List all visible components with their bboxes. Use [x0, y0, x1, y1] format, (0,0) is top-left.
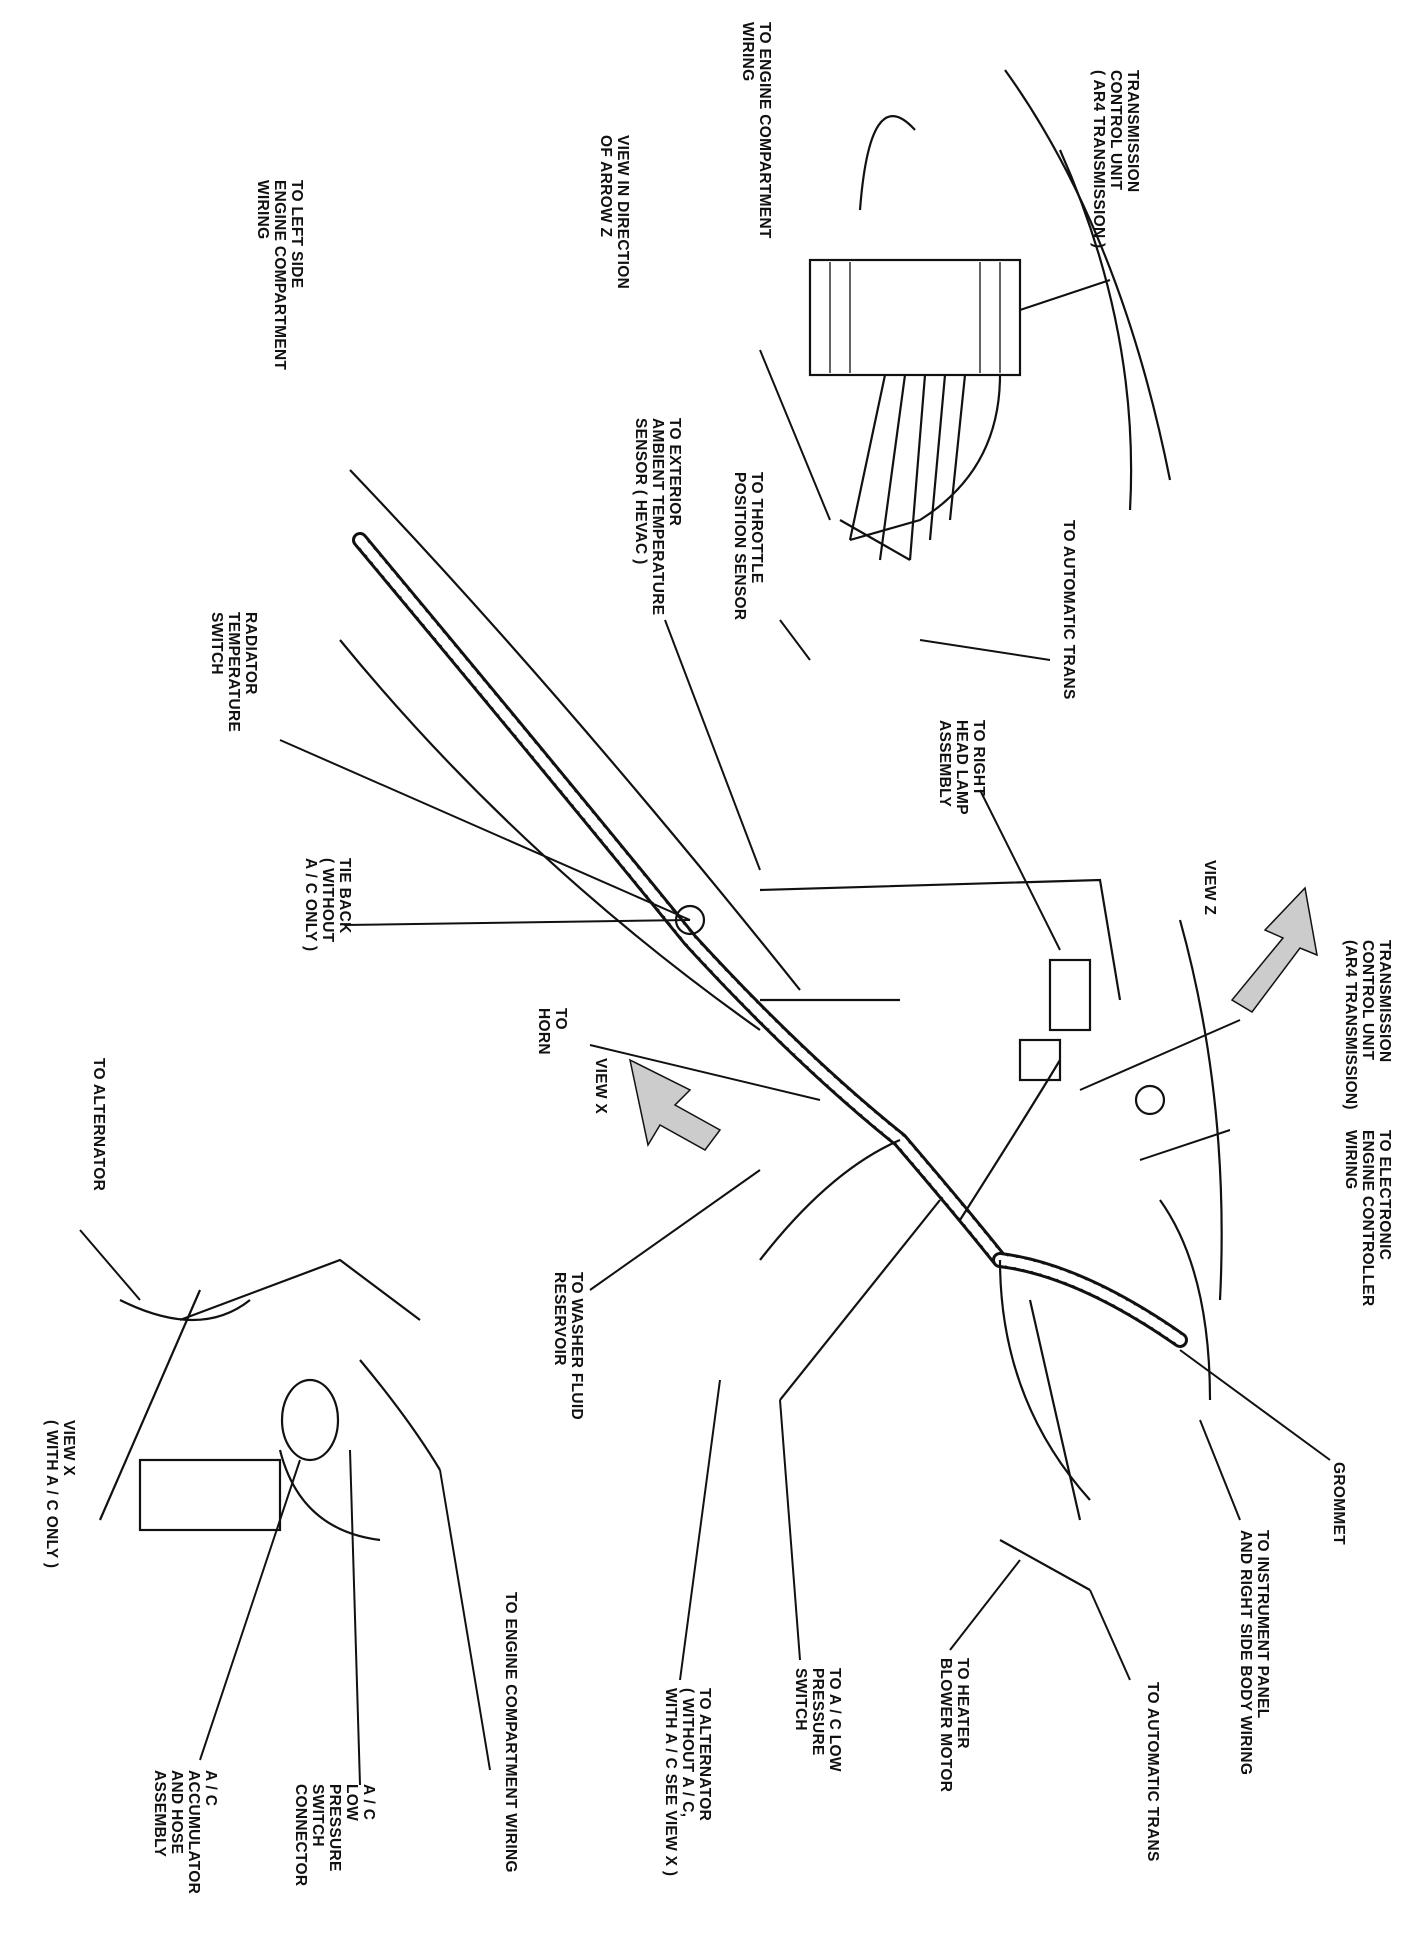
lsecw-line-2: ENGINE COMPARTMENT [271, 180, 288, 370]
label-grommet: GROMMET [1330, 1462, 1347, 1545]
connector-line-2: LOW [343, 1784, 360, 1821]
horn-line-2: HORN [535, 1008, 552, 1055]
tcu-mid-line-2: CONTROL UNIT [1359, 940, 1376, 1061]
label-to-heater-blower-motor: TO HEATER BLOWER MOTOR [937, 1658, 971, 1792]
eat-line-2: AMBIENT TEMPERATURE [649, 418, 666, 615]
hbm-line-2: BLOWER MOTOR [937, 1658, 954, 1792]
lsecw-line-1: TO LEFT SIDE [288, 180, 305, 288]
eec-line-3: WIRING [1342, 1130, 1359, 1190]
label-view-x-caption: VIEW X ( WITH A / C ONLY ) [43, 1420, 77, 1568]
ecw-top-line-1: TO ENGINE COMPARTMENT [756, 22, 773, 239]
label-to-alternator-bottom: TO ALTERNATOR ( WITHOUT A / C, WITH A / … [662, 1688, 713, 1876]
tcu-detail-illustration [808, 69, 1172, 561]
hbm-line-1: TO HEATER [954, 1658, 971, 1749]
eat-line-1: TO EXTERIOR [666, 418, 683, 526]
vdz-line-2: OF ARROW Z [597, 135, 614, 238]
alt-bottom-line-3: WITH A / C SEE VIEW X ) [662, 1688, 679, 1876]
label-tie-back: TIE BACK ( WITHOUT A / C ONLY ) [302, 858, 353, 951]
accum-line-1: A / C [202, 1770, 219, 1806]
label-to-electronic-engine-controller-wiring: TO ELECTRONIC ENGINE CONTROLLER WIRING [1342, 1130, 1393, 1306]
rts-line-2: TEMPERATURE [225, 612, 242, 732]
label-to-exterior-ambient-temperature-sensor: TO EXTERIOR AMBIENT TEMPERATURE SENSOR (… [632, 418, 683, 615]
view-direction-arrows [628, 886, 1318, 1151]
eat-line-3: SENSOR ( HEVAC ) [632, 418, 649, 565]
label-to-throttle-position-sensor: TO THROTTLE POSITION SENSOR [731, 472, 765, 620]
lsecw-line-3: WIRING [254, 180, 271, 240]
rts-line-1: RADIATOR [242, 612, 259, 695]
label-radiator-temperature-switch: RADIATOR TEMPERATURE SWITCH [208, 612, 259, 732]
rts-line-3: SWITCH [208, 612, 225, 675]
view-x-caption-line-2: ( WITH A / C ONLY ) [43, 1420, 60, 1568]
view-z-text: VIEW Z [1201, 860, 1218, 915]
wfr-line-1: TO WASHER FLUID [568, 1272, 585, 1420]
tcu-mid-line-3: (AR4 TRANSMISSION) [1342, 940, 1359, 1110]
label-to-instrument-panel: TO INSTRUMENT PANEL AND RIGHT SIDE BODY … [1237, 1530, 1271, 1775]
label-transmission-control-unit-top: TRANSMISSION CONTROL UNIT ( AR4 TRANSMIS… [1090, 70, 1141, 249]
connector-line-1: A / C [360, 1784, 377, 1820]
rhl-line-2: HEAD LAMP [953, 720, 970, 815]
alt-left-text: TO ALTERNATOR [90, 1058, 107, 1191]
alt-bottom-line-2: ( WITHOUT A / C, [679, 1688, 696, 1817]
label-to-alternator-left: TO ALTERNATOR [90, 1058, 107, 1191]
eec-line-2: ENGINE CONTROLLER [1359, 1130, 1376, 1306]
label-to-horn: TO HORN [535, 1008, 569, 1055]
at-top-line-1: TO AUTOMATIC TRANS [1060, 520, 1077, 700]
alt-bottom-line-1: TO ALTERNATOR [696, 1688, 713, 1821]
view-z-arrow [1230, 886, 1318, 1013]
aclps-line-1: TO A / C LOW [826, 1668, 843, 1772]
aclps-line-2: PRESSURE [809, 1668, 826, 1756]
label-to-washer-fluid-reservoir: TO WASHER FLUID RESERVOIR [551, 1272, 585, 1420]
label-ac-low-pressure-switch-connector: A / C LOW PRESSURE SWITCH CONNECTOR [292, 1784, 377, 1886]
accum-line-4: ASSEMBLY [151, 1770, 168, 1857]
view-x-arrow [628, 1058, 722, 1151]
ip-line-1: TO INSTRUMENT PANEL [1254, 1530, 1271, 1719]
rhl-line-1: TO RIGHT [970, 720, 987, 796]
ecw-top-line-2: WIRING [739, 22, 756, 82]
label-ac-accumulator-and-hose-assembly: A / C ACCUMULATOR AND HOSE ASSEMBLY [151, 1770, 219, 1894]
label-transmission-control-unit-mid: TRANSMISSION CONTROL UNIT (AR4 TRANSMISS… [1342, 940, 1393, 1110]
tie-back-line-3: A / C ONLY ) [302, 858, 319, 951]
label-to-right-head-lamp-assembly: TO RIGHT HEAD LAMP ASSEMBLY [936, 720, 987, 815]
tcu-top-line-3: ( AR4 TRANSMISSION ) [1090, 70, 1107, 249]
tcu-top-line-1: TRANSMISSION [1124, 70, 1141, 192]
accum-line-2: ACCUMULATOR [185, 1770, 202, 1894]
tie-back-line-1: TIE BACK [336, 858, 353, 934]
ip-line-2: AND RIGHT SIDE BODY WIRING [1237, 1530, 1254, 1775]
label-to-ac-low-pressure-switch: TO A / C LOW PRESSURE SWITCH [792, 1668, 843, 1772]
label-to-engine-compartment-wiring-top: TO ENGINE COMPARTMENT WIRING [739, 22, 773, 239]
view-x-arrow-text: VIEW X [592, 1058, 609, 1114]
rhl-line-3: ASSEMBLY [936, 720, 953, 807]
tcu-mid-line-1: TRANSMISSION [1376, 940, 1393, 1062]
horn-line-1: TO [552, 1008, 569, 1030]
view-x-caption-line-1: VIEW X [60, 1420, 77, 1476]
tie-back-line-2: ( WITHOUT [319, 858, 336, 943]
accum-line-3: AND HOSE [168, 1770, 185, 1854]
label-to-automatic-trans-top: TO AUTOMATIC TRANS [1060, 520, 1077, 700]
tcu-top-line-2: CONTROL UNIT [1107, 70, 1124, 191]
label-view-in-direction-of-arrow-z: VIEW IN DIRECTION OF ARROW Z [597, 135, 631, 289]
leader-lines [79, 279, 1331, 1786]
tps-line-1: TO THROTTLE [748, 472, 765, 584]
label-to-automatic-trans-bottom: TO AUTOMATIC TRANS [1144, 1682, 1161, 1862]
label-view-z: VIEW Z [1201, 860, 1218, 915]
at-bottom-text: TO AUTOMATIC TRANS [1144, 1682, 1161, 1862]
vdz-line-1: VIEW IN DIRECTION [614, 135, 631, 289]
tps-line-2: POSITION SENSOR [731, 472, 748, 620]
main-harness-illustration [339, 469, 1223, 1591]
grommet-text: GROMMET [1330, 1462, 1347, 1545]
label-to-engine-compartment-wiring-bottom: TO ENGINE COMPARTMENT WIRING [502, 1592, 519, 1873]
connector-line-3: PRESSURE [326, 1784, 343, 1872]
eec-line-1: TO ELECTRONIC [1376, 1130, 1393, 1260]
wfr-line-2: RESERVOIR [551, 1272, 568, 1366]
aclps-line-3: SWITCH [792, 1668, 809, 1731]
connector-line-5: CONNECTOR [292, 1784, 309, 1886]
ecw-bottom-text: TO ENGINE COMPARTMENT WIRING [502, 1592, 519, 1873]
label-view-x-arrow: VIEW X [592, 1058, 609, 1114]
view-x-detail-illustration [98, 1258, 441, 1542]
connector-line-4: SWITCH [309, 1784, 326, 1847]
label-to-left-side-engine-compartment-wiring: TO LEFT SIDE ENGINE COMPARTMENT WIRING [254, 180, 305, 370]
